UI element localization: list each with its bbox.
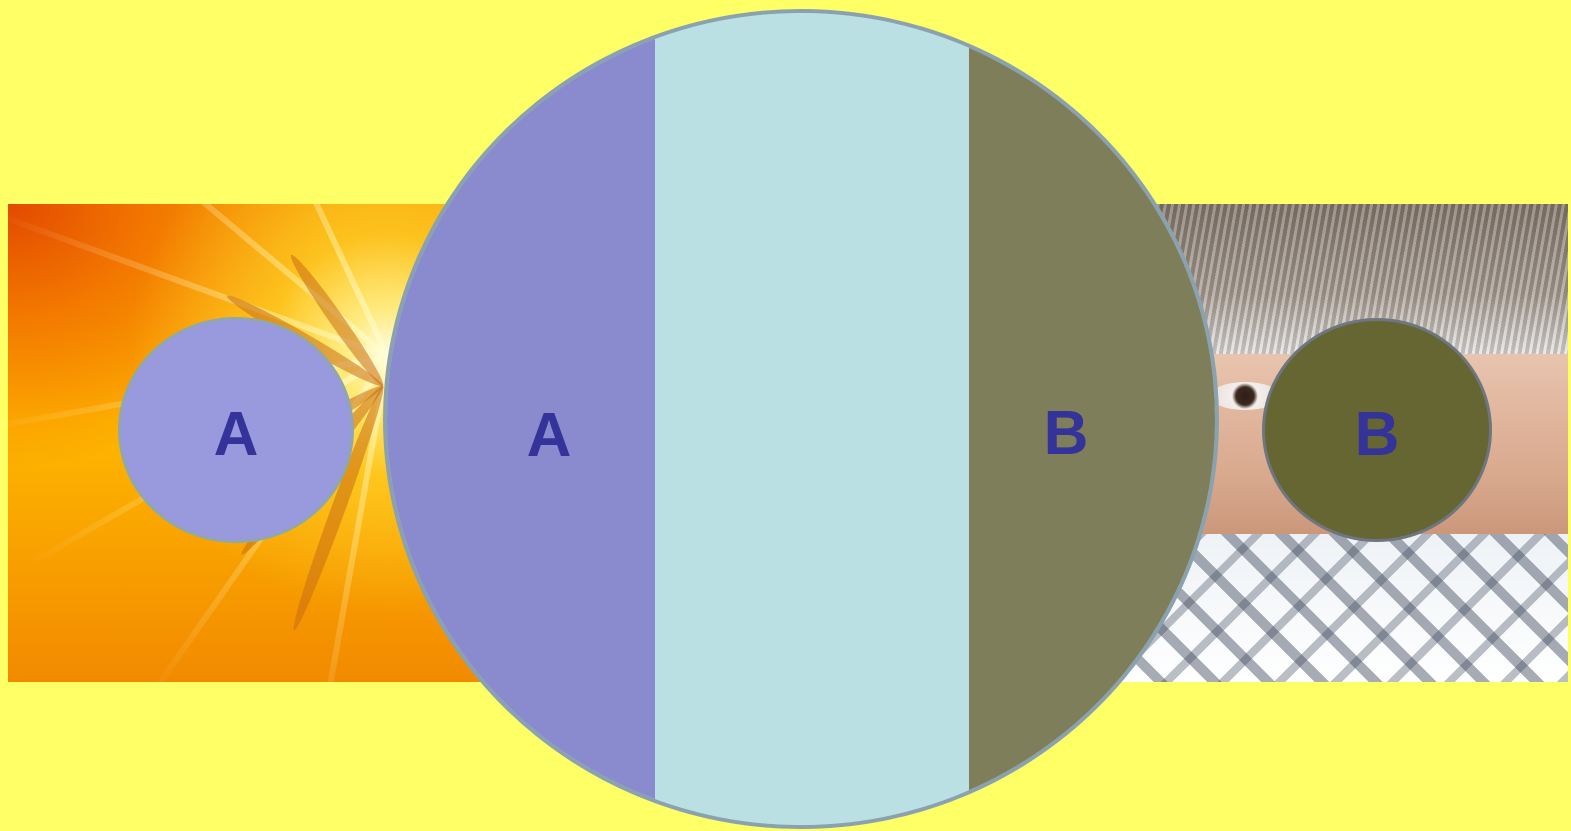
big-circle-segment-b: B <box>969 13 1219 825</box>
small-circle-b: B <box>1262 318 1492 542</box>
segment-a-label: A <box>489 405 609 467</box>
big-circle-segment-a: A <box>387 13 655 825</box>
circle-b-label: B <box>1317 404 1437 466</box>
big-circle-segment-overlap <box>655 13 969 825</box>
big-circle: A B <box>383 9 1219 829</box>
segment-b-label: B <box>1006 403 1126 465</box>
small-circle-a: A <box>118 317 354 543</box>
circle-a-label: A <box>176 404 296 466</box>
